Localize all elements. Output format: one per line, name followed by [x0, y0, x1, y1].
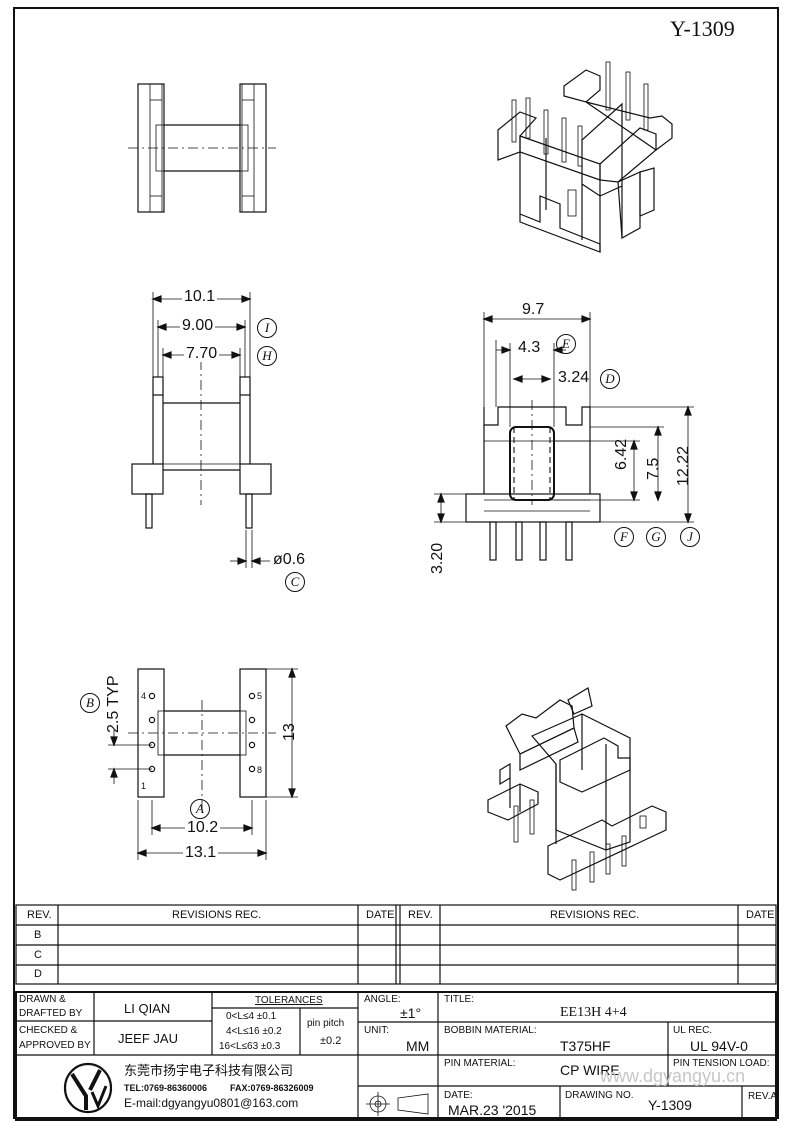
callout-G: G [646, 527, 666, 547]
angle-label: ANGLE: [364, 994, 401, 1005]
revision-table [15, 904, 777, 985]
company-fax: FAX:0769-86326009 [230, 1083, 314, 1093]
revisions-header-left: REVISIONS REC. [172, 909, 262, 921]
tolerance-row-3: 16<L≤63 ±0.3 [219, 1041, 281, 1052]
callout-C: C [285, 572, 305, 592]
top-view [128, 83, 276, 213]
pin-number-4: 4 [141, 691, 147, 701]
dim-7-70: 7.70 [184, 345, 220, 362]
dim-12-22: 12.22 [675, 445, 692, 486]
callout-F: F [614, 527, 634, 547]
rev-level: REV.A [748, 1091, 778, 1102]
rev-row-d: D [34, 968, 42, 980]
drawn-value: LI QIAN [124, 1001, 171, 1016]
isometric-view-top [497, 61, 673, 253]
title-value: EE13H 4+4 [560, 1005, 627, 1020]
rev-header-left: REV. [27, 909, 52, 921]
drawn-label-2: DRAFTED BY [19, 1008, 83, 1019]
dim-13: 13 [281, 723, 298, 741]
company-tel: TEL:0769-86360006 [124, 1083, 208, 1093]
checked-label-1: CHECKED & [19, 1025, 78, 1036]
bobbin-material-value: T375HF [560, 1038, 611, 1054]
pin-number-1: 1 [141, 781, 147, 791]
date-header-left: DATE [366, 909, 395, 921]
pin-pitch-value: ±0.2 [320, 1035, 342, 1047]
dim-6-42: 6.42 [613, 438, 630, 470]
dim-10-1: 10.1 [182, 288, 218, 305]
pin-number-8: 8 [257, 765, 263, 775]
tolerance-row-1: 0<L≤4 ±0.1 [226, 1011, 277, 1022]
dim-3-24: 3.24 [558, 369, 590, 386]
side-view [434, 312, 694, 561]
dim-9-7: 9.7 [522, 301, 545, 318]
rev-row-c: C [34, 949, 42, 961]
title-label: TITLE: [444, 994, 475, 1005]
watermark: www.dgyangyu.cn [600, 1066, 746, 1086]
date-label: DATE: [444, 1090, 473, 1101]
unit-value: MM [406, 1038, 430, 1054]
date-header-right: DATE [746, 909, 775, 921]
pin-number-5: 5 [257, 691, 263, 701]
bottom-view [108, 667, 298, 860]
callout-I: I [257, 318, 277, 338]
drawn-label-1: DRAWN & [19, 994, 66, 1005]
company-name: 东莞市扬宇电子科技有限公司 [124, 1063, 294, 1078]
checked-value: JEEF JAU [118, 1031, 178, 1046]
tolerance-row-2: 4<L≤16 ±0.2 [226, 1026, 282, 1037]
dim-pin-diameter: ø0.6 [273, 551, 306, 568]
drawing-id: Y-1309 [670, 16, 735, 41]
isometric-view-bottom [487, 687, 667, 891]
dim-7-5: 7.5 [645, 457, 662, 480]
rev-header-right: REV. [408, 909, 433, 921]
callout-B: B [80, 693, 100, 713]
dim-4-3: 4.3 [518, 339, 541, 356]
sheet-border [13, 7, 779, 1119]
ul-rec-label: UL REC. [673, 1025, 713, 1036]
callout-D: D [600, 369, 620, 389]
pin-pitch-label: pin pitch [307, 1018, 345, 1029]
tolerances-label: TOLERANCES [255, 995, 323, 1006]
pin-tension-label: PIN TENSION LOAD: [673, 1058, 770, 1069]
checked-label-2: APPROVED BY [19, 1040, 91, 1051]
dim-10-2: 10.2 [185, 819, 221, 836]
callout-H: H [257, 346, 277, 366]
callout-J: J [680, 527, 700, 547]
company-email: E-mail:dgyangyu0801@163.com [124, 1096, 299, 1110]
callout-A: A [190, 799, 210, 819]
rev-row-b: B [34, 929, 42, 941]
pin-material-label: PIN MATERIAL: [444, 1058, 516, 1069]
date-value: MAR.23 '2015 [448, 1102, 537, 1118]
pin-material-value: CP WIRE [560, 1062, 620, 1078]
ul-rec-value: UL 94V-0 [690, 1038, 748, 1054]
dim-2-5-typ: 2.5 TYP [105, 675, 122, 733]
callout-E: E [556, 334, 576, 354]
bobbin-material-label: BOBBIN MATERIAL: [444, 1025, 537, 1036]
company-logo [63, 1062, 113, 1114]
front-view [131, 292, 272, 568]
drawing-no-value: Y-1309 [648, 1097, 692, 1113]
revisions-header-right: REVISIONS REC. [550, 909, 640, 921]
dim-3-20: 3.20 [429, 542, 446, 574]
drawing-no-label: DRAWING NO. [565, 1090, 634, 1101]
title-block-lines [15, 991, 777, 1121]
angle-value: ±1° [400, 1005, 422, 1021]
dim-13-1: 13.1 [183, 844, 219, 861]
dim-9-00: 9.00 [180, 317, 216, 334]
unit-label: UNIT: [364, 1025, 389, 1036]
